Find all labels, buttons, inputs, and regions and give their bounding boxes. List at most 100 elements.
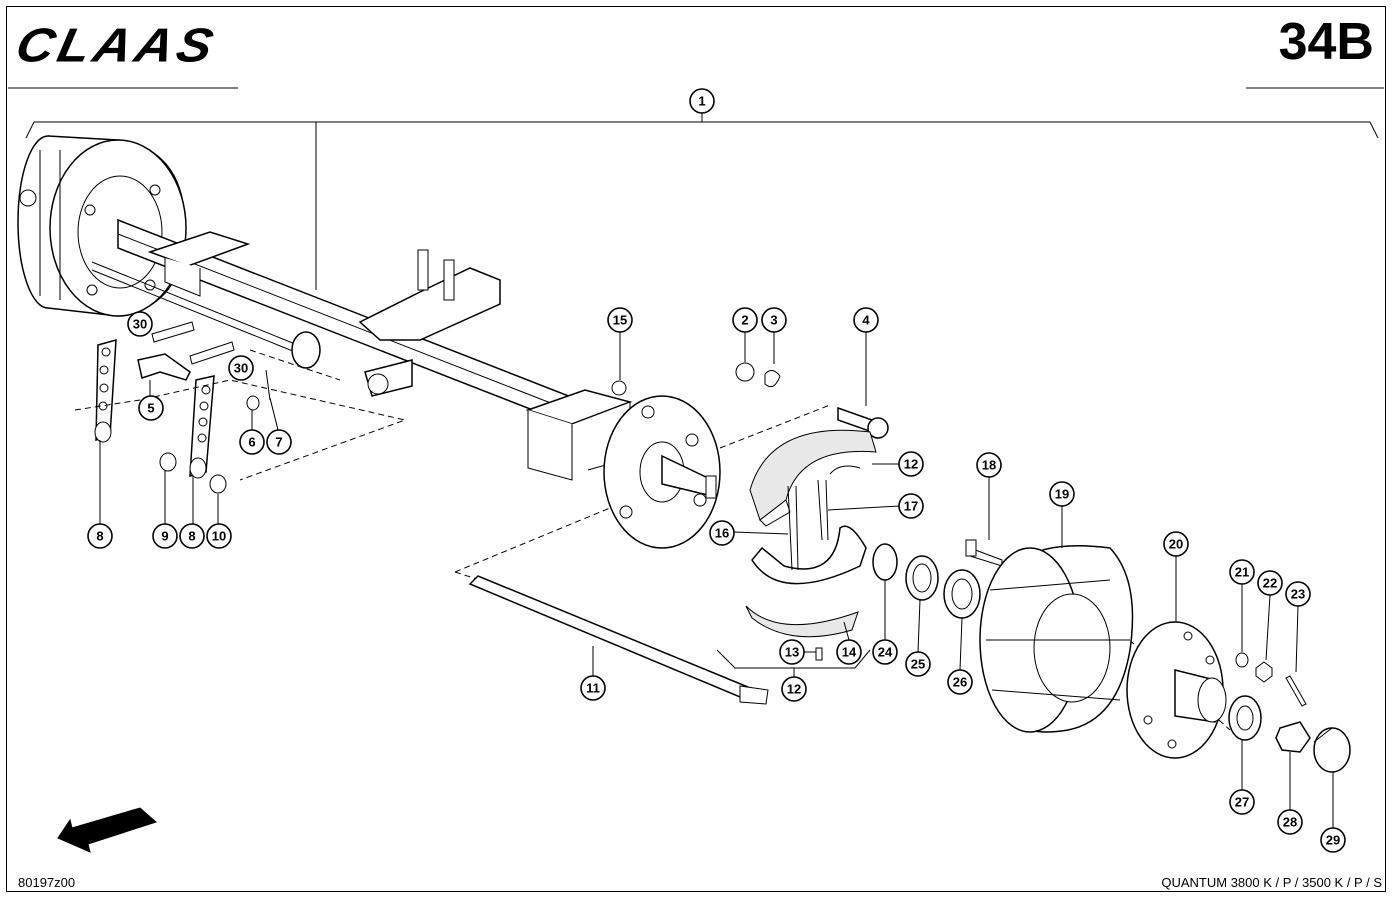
- svg-text:13: 13: [785, 645, 799, 660]
- brake-backplate: [603, 395, 721, 549]
- callout-18: 18: [976, 452, 1002, 478]
- svg-text:30: 30: [133, 317, 147, 332]
- callout-11: 11: [580, 675, 606, 701]
- page-frame: [6, 6, 1386, 892]
- brake-lever-right: [189, 375, 215, 479]
- screw-13: [815, 647, 823, 661]
- wheel-hub-20: [1126, 621, 1227, 759]
- torsion-shaft-11: [468, 575, 769, 705]
- page-number: 34B: [1278, 13, 1374, 71]
- callout-12-upper: 12: [898, 451, 924, 477]
- shaft-spline-end: [291, 331, 321, 369]
- svg-text:21: 21: [1235, 565, 1249, 580]
- svg-text:30: 30: [234, 361, 248, 376]
- callout-1: 1: [689, 88, 715, 114]
- callout-29: 29: [1320, 827, 1346, 853]
- model-designation: QUANTUM 3800 K / P / 3500 K / P / S: [1161, 875, 1382, 890]
- brake-shoe-lower: [745, 525, 867, 638]
- callout-17: 17: [898, 493, 924, 519]
- axle-beam: [117, 218, 633, 481]
- svg-text:6: 6: [248, 435, 255, 450]
- svg-text:12: 12: [904, 457, 918, 472]
- svg-text:17: 17: [904, 499, 918, 514]
- callout-8-left: 8: [87, 523, 113, 549]
- callout-30-lower: 30: [228, 355, 254, 381]
- svg-text:27: 27: [1235, 795, 1249, 810]
- seal-24: [872, 543, 898, 581]
- direction-arrow-icon: [57, 807, 157, 853]
- callout-10: 10: [206, 523, 232, 549]
- washer-21: [1235, 652, 1249, 668]
- svg-text:4: 4: [862, 313, 870, 328]
- adjusting-bolt-upper: [151, 321, 195, 343]
- brake-lever-left: [94, 338, 117, 443]
- callout-3: 3: [761, 307, 787, 333]
- svg-text:12: 12: [787, 682, 801, 697]
- lock-washer-3: [764, 370, 781, 388]
- callout-2: 2: [732, 307, 758, 333]
- callout-4: 4: [853, 307, 879, 333]
- callout-22: 22: [1257, 570, 1283, 596]
- callout-20: 20: [1163, 531, 1189, 557]
- svg-text:14: 14: [842, 645, 857, 660]
- svg-text:3: 3: [770, 313, 777, 328]
- callout-23: 23: [1285, 581, 1311, 607]
- adjusting-bolt-lower: [189, 341, 235, 365]
- svg-text:1: 1: [698, 94, 705, 109]
- svg-text:7: 7: [275, 435, 282, 450]
- drawing-code: 80197z00: [18, 875, 76, 890]
- svg-text:8: 8: [96, 529, 103, 544]
- svg-text:9: 9: [161, 529, 168, 544]
- svg-text:20: 20: [1169, 537, 1183, 552]
- svg-text:23: 23: [1291, 587, 1305, 602]
- split-pin-23: [1285, 675, 1307, 707]
- callout-8-right: 8: [179, 523, 205, 549]
- callout-16: 16: [709, 520, 735, 546]
- ring-10: [209, 474, 227, 494]
- nut-22: [1255, 661, 1273, 683]
- callout-6: 6: [239, 429, 265, 455]
- svg-text:22: 22: [1263, 576, 1277, 591]
- callout-30-upper: 30: [127, 311, 153, 337]
- svg-text:28: 28: [1283, 815, 1297, 830]
- callout-21: 21: [1229, 559, 1255, 585]
- callout-7: 7: [266, 429, 292, 455]
- callout-24: 24: [872, 639, 898, 665]
- grease-nipple: [611, 380, 627, 396]
- assembly-bracket: [25, 121, 1379, 139]
- left-brake-drum: [17, 135, 187, 317]
- svg-text:10: 10: [212, 529, 226, 544]
- svg-text:26: 26: [953, 675, 967, 690]
- svg-text:2: 2: [741, 313, 748, 328]
- callout-9: 9: [152, 523, 178, 549]
- clevis: [137, 353, 191, 381]
- svg-text:11: 11: [586, 681, 600, 696]
- callout-12-lower: 12: [781, 676, 807, 702]
- callout-13: 13: [779, 639, 805, 665]
- washer-6: [246, 395, 260, 411]
- brake-drum-19: [979, 544, 1134, 733]
- svg-text:29: 29: [1326, 833, 1340, 848]
- return-spring-16: [787, 485, 793, 571]
- cotter-pin-7: [265, 369, 271, 401]
- nut-2: [735, 362, 755, 382]
- hub-cap-29: [1313, 727, 1351, 773]
- callout-28: 28: [1277, 809, 1303, 835]
- callout-25: 25: [905, 651, 931, 677]
- svg-text:15: 15: [613, 313, 627, 328]
- svg-text:19: 19: [1055, 487, 1069, 502]
- internal-shaft: [91, 261, 311, 351]
- svg-text:25: 25: [911, 657, 925, 672]
- svg-text:16: 16: [715, 526, 729, 541]
- castle-nut-28: [1275, 721, 1311, 753]
- svg-text:18: 18: [982, 458, 996, 473]
- callout-26: 26: [947, 669, 973, 695]
- return-spring-17: [817, 479, 823, 541]
- cam-bolt-4: [837, 406, 889, 439]
- callout-15: 15: [607, 307, 633, 333]
- callout-14: 14: [836, 639, 862, 665]
- svg-text:8: 8: [188, 529, 195, 544]
- callout-19: 19: [1049, 481, 1075, 507]
